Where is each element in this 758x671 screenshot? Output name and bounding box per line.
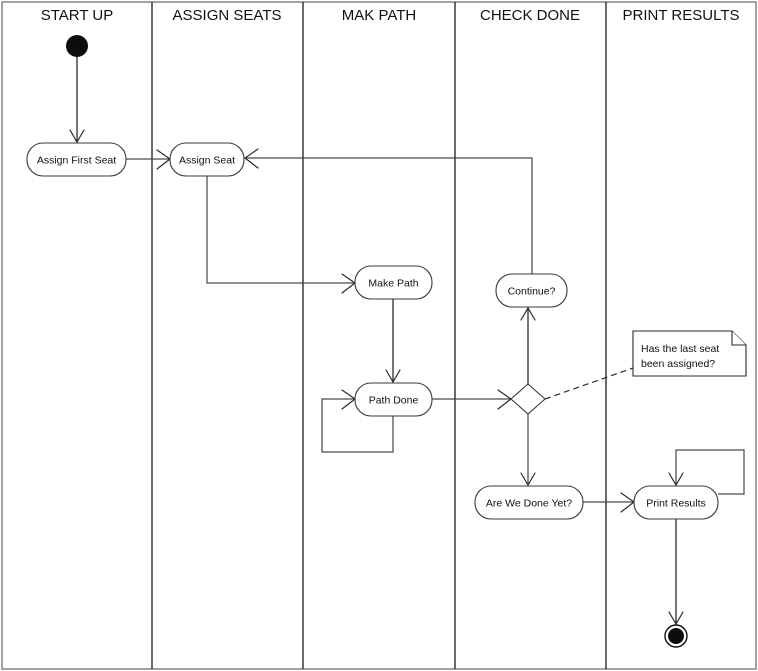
decision-diamond[interactable] (510, 383, 546, 415)
edge-continue-to-assign-seat (243, 148, 533, 274)
action-continue[interactable]: Continue? (495, 273, 568, 308)
note-line-2: been assigned? (641, 358, 715, 370)
swimlane-headers: START UP ASSIGN SEATS MAK PATH CHECK DON… (41, 7, 740, 24)
swimlane-dividers (151, 2, 607, 669)
note-anchor-line (544, 367, 634, 400)
edge-are-we-done-to-print-results (583, 492, 636, 513)
final-node[interactable] (664, 624, 688, 648)
edge-path-done-to-decision (432, 389, 513, 410)
lane-title-check-done: CHECK DONE (480, 7, 580, 24)
action-assign-first-seat[interactable]: Assign First Seat (26, 142, 127, 177)
action-make-path[interactable]: Make Path (354, 265, 433, 300)
initial-node[interactable] (66, 35, 88, 57)
action-label-print-results: Print Results (646, 497, 706, 509)
lane-title-print-results: PRINT RESULTS (623, 7, 740, 24)
action-print-results[interactable]: Print Results (633, 485, 719, 520)
action-assign-seat[interactable]: Assign Seat (169, 142, 245, 177)
edge-assign-first-to-assign-seat (126, 149, 172, 170)
action-label-make-path: Make Path (368, 277, 418, 289)
lane-title-assign-seats: ASSIGN SEATS (173, 7, 282, 24)
edge-assign-seat-to-make-path (206, 176, 357, 294)
action-path-done[interactable]: Path Done (354, 382, 433, 417)
edge-decision-to-are-we-done-yet (520, 414, 536, 487)
edge-print-results-to-final (668, 519, 684, 626)
action-label-path-done: Path Done (369, 394, 419, 406)
action-label-are-we-done-yet: Are We Done Yet? (486, 497, 572, 509)
edge-decision-to-continue (520, 306, 536, 384)
edge-make-path-to-path-done (385, 299, 401, 384)
edge-initial-to-assign-first-seat (69, 57, 85, 144)
action-are-we-done-yet[interactable]: Are We Done Yet? (474, 485, 584, 520)
note-line-1: Has the last seat (641, 343, 719, 355)
action-label-assign-first-seat: Assign First Seat (37, 154, 116, 166)
note-last-seat[interactable]: Has the last seat been assigned? (632, 330, 747, 377)
edge-print-results-self-loop (668, 449, 745, 495)
lane-title-mak-path: MAK PATH (342, 7, 416, 24)
action-label-assign-seat: Assign Seat (179, 154, 235, 166)
action-label-continue: Continue? (508, 285, 556, 297)
lane-title-start-up: START UP (41, 7, 114, 24)
